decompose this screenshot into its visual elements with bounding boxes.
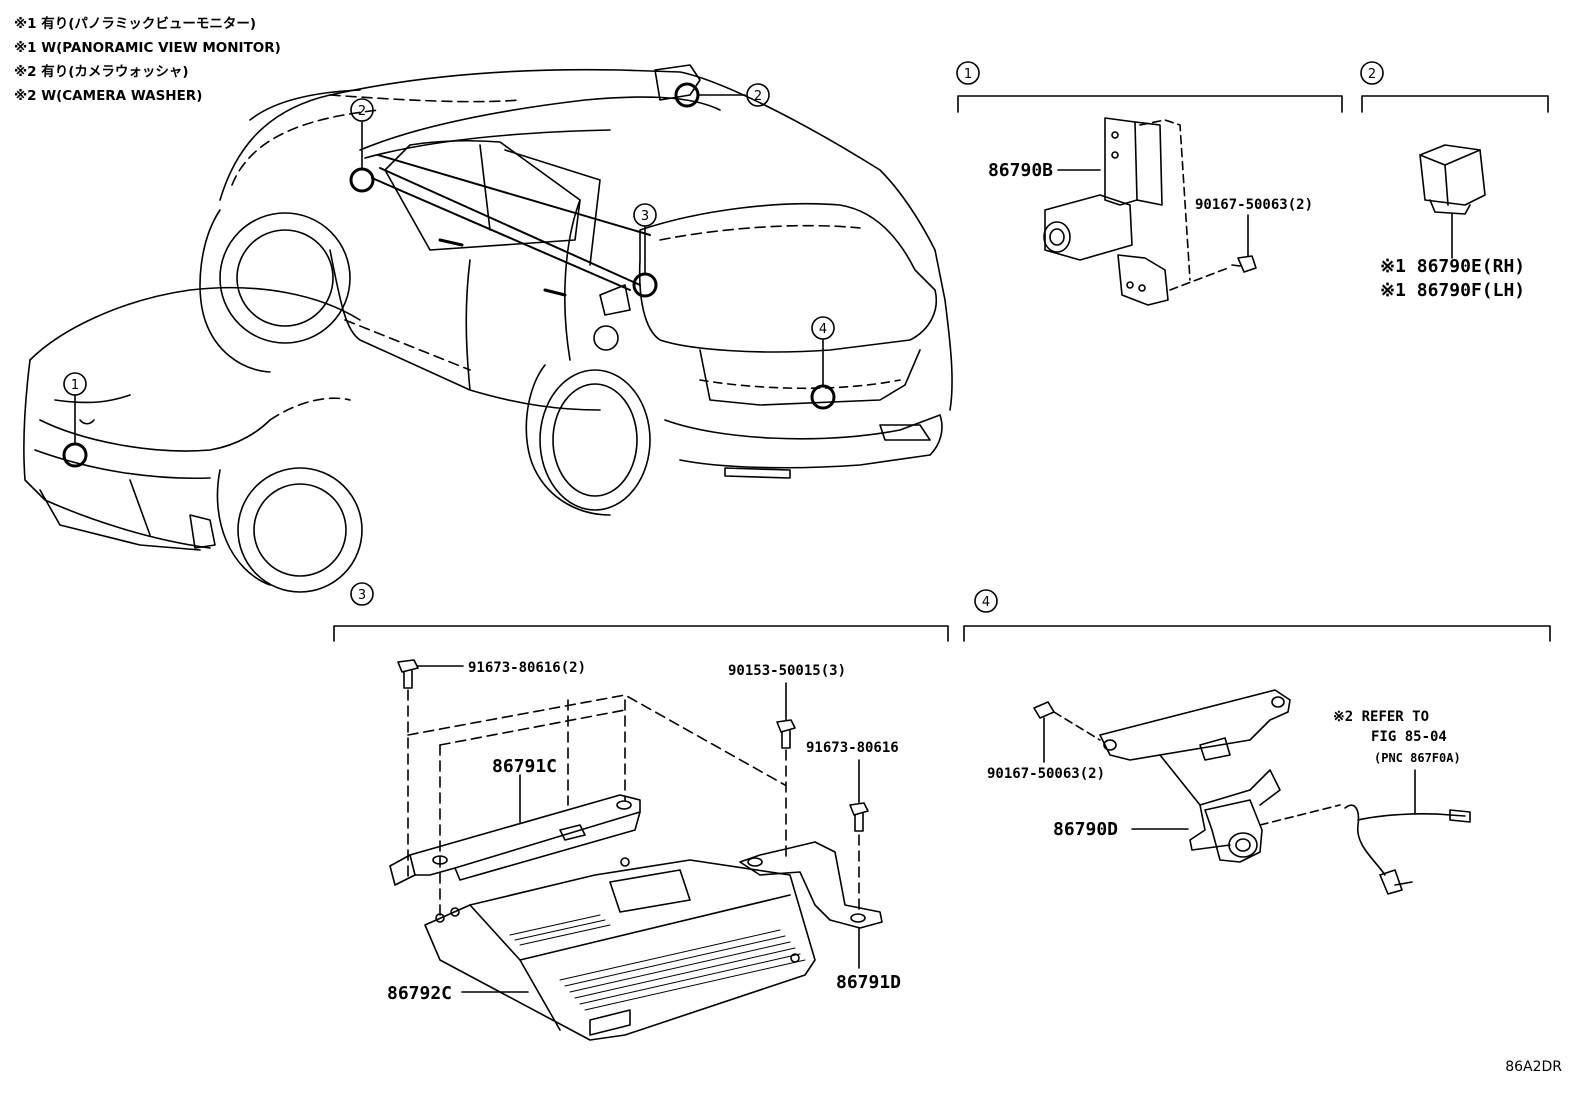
bracket-86791C-part (389, 774, 641, 886)
side-camera-bracket-part (1043, 117, 1229, 306)
callout-2-side: 2 (350, 98, 374, 122)
section-2-number: 2 (1368, 67, 1376, 82)
section-4: 4 90167-50063(2) 86790D (963, 589, 1551, 895)
ecu-86792C-part (424, 857, 816, 1041)
refer-to-label: ※2 REFER TO (1333, 709, 1429, 725)
vehicle-illustration (23, 64, 953, 593)
legend-line-1: ※1 有り(パノラミックビューモニター) (14, 16, 257, 32)
part-86791C-label: 86791C (492, 756, 557, 777)
callout-4-label: 4 (819, 322, 827, 337)
part-91673-80616-2-label: 91673-80616(2) (468, 660, 586, 676)
callout-2-label: 2 (358, 104, 366, 119)
washer-camera-part (1419, 144, 1486, 259)
legend: ※1 有り(パノラミックビューモニター) ※1 W(PANORAMIC VIEW… (14, 12, 281, 108)
bolt-91673-b-part (849, 759, 869, 832)
car-callouts: 1 2 3 2 4 (63, 83, 835, 396)
part-86790E-label: ※1 86790E(RH) (1380, 256, 1525, 277)
part-90167-50063-label: 90167-50063(2) (1195, 197, 1313, 213)
section-4-number: 4 (982, 595, 990, 610)
section-1-number: 1 (964, 67, 972, 82)
legend-line-3: ※2 有り(カメラウォッシャ) (14, 64, 189, 80)
bolt-91673-part (397, 659, 464, 881)
callout-1-label: 1 (71, 378, 79, 393)
section-2: 2 ※1 86790E(RH) ※1 86790F(LH) (1360, 61, 1549, 301)
part-90153-50015-label: 90153-50015(3) (728, 663, 846, 679)
part-86791D-label: 86791D (836, 972, 901, 993)
screw-part (1231, 214, 1257, 273)
legend-line-2: ※1 W(PANORAMIC VIEW MONITOR) (14, 40, 281, 56)
rear-camera-86790D-part (1099, 689, 1341, 863)
assembly-lines (407, 694, 786, 916)
bracket-86791D-part (739, 834, 883, 969)
section-1: 1 86790B 90167-50063(2) (956, 61, 1343, 306)
callout-3-side: 3 (633, 203, 657, 227)
callout-2-roof-label: 2 (754, 89, 762, 104)
part-91673-80616-label: 91673-80616 (806, 740, 899, 756)
legend-line-4: ※2 W(CAMERA WASHER) (14, 88, 203, 104)
refer-pnc-label: (PNC 867F0A) (1374, 751, 1461, 765)
washer-hose-part (1344, 769, 1471, 895)
part-86790B-label: 86790B (988, 160, 1053, 181)
part-90167-50063-s4-label: 90167-50063(2) (987, 766, 1105, 782)
part-86792C-label: 86792C (387, 983, 452, 1004)
screw-90167-part (1033, 701, 1101, 763)
section-3-number: 3 (358, 588, 366, 603)
callout-4-rear: 4 (811, 316, 835, 340)
refer-fig-label: FIG 85-04 (1371, 729, 1447, 745)
callout-2-roof: 2 (746, 83, 770, 107)
part-86790F-label: ※1 86790F(LH) (1380, 280, 1525, 301)
part-86790D-label: 86790D (1053, 819, 1118, 840)
callout-1-front: 1 (63, 372, 87, 396)
callout-3-label: 3 (641, 209, 649, 224)
screw-90153-part (776, 682, 796, 861)
section-3: 3 91673-80616(2) 90153-50015(3) 91673-80… (333, 582, 949, 1041)
figure-code: 86A2DR (1505, 1059, 1562, 1075)
